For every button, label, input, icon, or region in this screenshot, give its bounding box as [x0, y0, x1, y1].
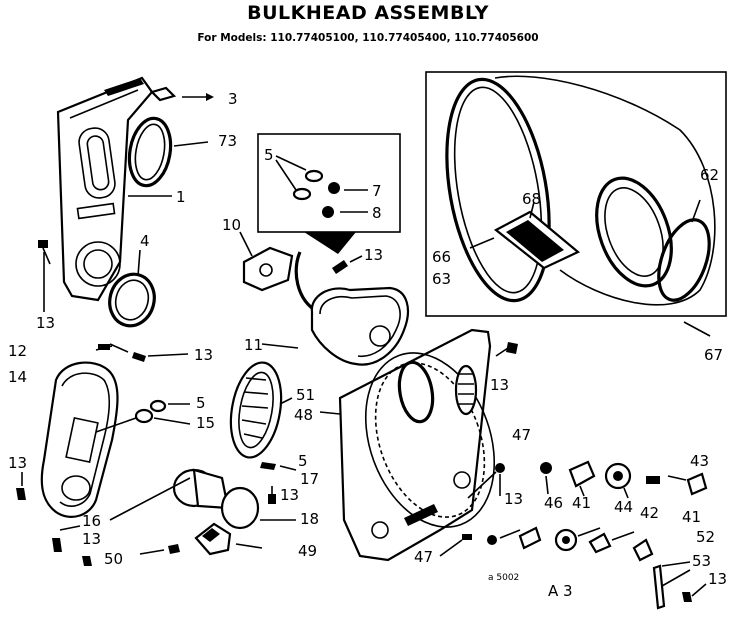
- callout-73: 73: [218, 132, 237, 150]
- callout-52: 52: [696, 528, 715, 546]
- screw-13-left: [38, 240, 51, 312]
- callout-5-duct: 5: [196, 394, 206, 412]
- part-4-ring: [108, 249, 156, 328]
- part-16-13-screws: [52, 525, 92, 566]
- callout-4: 4: [140, 232, 150, 250]
- callout-49: 49: [298, 542, 317, 560]
- model-numbers: For Models: 110.77405100, 110.77405400, …: [197, 32, 539, 44]
- callout-46: 46: [544, 494, 563, 512]
- parts-5-15-clips: [95, 399, 191, 433]
- callout-12: 12: [8, 342, 27, 360]
- callout-68: 68: [522, 190, 541, 208]
- part-10-bracket: [239, 231, 319, 314]
- parts-52-53-bracket: [652, 561, 707, 610]
- callout-15: 15: [196, 414, 215, 432]
- callout-62: 62: [700, 166, 719, 184]
- page-marker: A 3: [548, 582, 573, 600]
- part-11-blower-housing: [261, 286, 409, 366]
- callout-13-duct: 13: [194, 346, 213, 364]
- callout-16: 16: [82, 512, 101, 530]
- front-bulkhead-panel: [56, 76, 154, 302]
- part-50-screw: [139, 544, 180, 555]
- callout-63: 63: [432, 270, 451, 288]
- callout-67: 67: [704, 346, 723, 364]
- parts-row-lower: [439, 526, 654, 562]
- callout-13-left: 13: [36, 314, 55, 332]
- callout-66: 66: [432, 248, 451, 266]
- callout-13-bottom: 13: [82, 530, 101, 548]
- callout-13-lower-left: 13: [8, 454, 27, 472]
- callout-41-right: 41: [682, 508, 701, 526]
- callout-1: 1: [176, 188, 186, 206]
- part-48-rear-bulkhead: [319, 328, 497, 562]
- part-3-bracket: [149, 86, 214, 102]
- callout-44: 44: [614, 498, 633, 516]
- screw-13-middle: [332, 255, 363, 274]
- callout-13-middle: 13: [364, 246, 383, 264]
- screw-13-lower-left: [16, 472, 26, 500]
- callout-41-top: 41: [572, 494, 591, 512]
- callout-17: 17: [300, 470, 319, 488]
- callout-7: 7: [372, 182, 382, 200]
- parts-17-18-motor: [109, 462, 297, 530]
- part-49-switch: [194, 522, 263, 556]
- callout-53: 53: [692, 552, 711, 570]
- drum-assembly-box: [425, 71, 727, 337]
- inset-box-5-7-8: [257, 133, 401, 254]
- callout-13-right: 13: [504, 490, 523, 508]
- callout-48: 48: [294, 406, 313, 424]
- callout-3: 3: [228, 90, 238, 108]
- callout-13-motor: 13: [280, 486, 299, 504]
- screw-13-bulkhead-top: [495, 342, 518, 357]
- part-14-rear-duct: [40, 343, 189, 518]
- diagram-title: BULKHEAD ASSEMBLY: [247, 2, 489, 24]
- callout-10: 10: [222, 216, 241, 234]
- callout-13-bulkhead: 13: [490, 376, 509, 394]
- callout-50: 50: [104, 550, 123, 568]
- part-51-lint-filter: [229, 361, 293, 459]
- callout-13-bracket: 13: [708, 570, 727, 588]
- callout-11: 11: [244, 336, 263, 354]
- callout-47-top: 47: [512, 426, 531, 444]
- part-73-seal: [127, 116, 209, 188]
- callout-14: 14: [8, 368, 27, 386]
- callout-43: 43: [690, 452, 709, 470]
- parts-row-41-47: [495, 460, 708, 499]
- callout-51: 51: [296, 386, 315, 404]
- callout-47-bottom: 47: [414, 548, 433, 566]
- callout-5-filter: 5: [298, 452, 308, 470]
- diagram-code: a 5002: [488, 573, 519, 583]
- callout-42: 42: [640, 504, 659, 522]
- callout-18: 18: [300, 510, 319, 528]
- callout-8: 8: [372, 204, 382, 222]
- callout-5-inset: 5: [264, 146, 274, 164]
